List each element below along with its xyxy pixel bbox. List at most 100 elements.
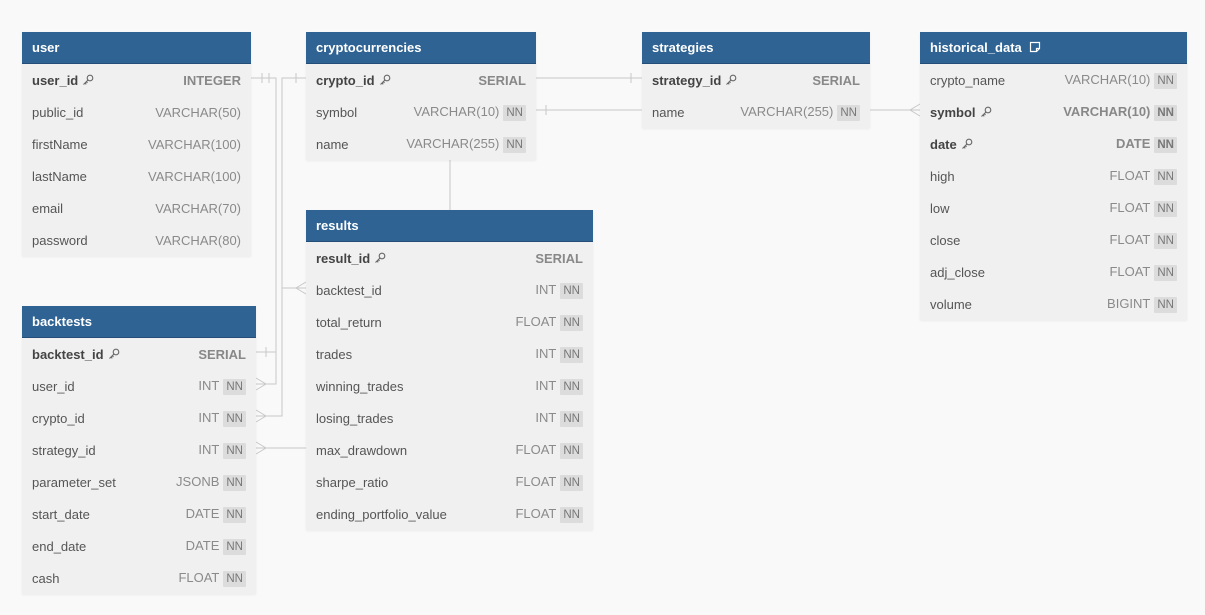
column-type-text: INT xyxy=(535,409,557,425)
table-header-strategies[interactable]: strategies xyxy=(642,32,870,64)
column-type-text: FLOAT xyxy=(1109,263,1151,279)
column-type-text: FLOAT xyxy=(515,473,557,489)
column-type-text: INT xyxy=(535,345,557,361)
column-name-text: end_date xyxy=(32,538,87,554)
column-name-text: close xyxy=(930,232,961,248)
table-title: results xyxy=(316,218,359,233)
table-title: historical_data xyxy=(930,40,1022,55)
column-type-text: VARCHAR(70) xyxy=(155,200,241,216)
column-name-text: total_return xyxy=(316,314,382,330)
column-name-text: email xyxy=(32,200,64,216)
table-title: cryptocurrencies xyxy=(316,40,422,55)
column-name-text: strategy_id xyxy=(32,442,96,458)
column-name: low xyxy=(930,201,1109,216)
column-type-text: JSONB xyxy=(176,473,220,489)
column-type: SERIAL xyxy=(812,73,860,88)
column-type: VARCHAR(255)NN xyxy=(740,104,860,121)
column-type-text: VARCHAR(100) xyxy=(148,136,241,152)
column-name: losing_trades xyxy=(316,411,535,426)
note-icon[interactable] xyxy=(1029,41,1041,53)
not-null-badge: NN xyxy=(503,136,526,153)
column-name: crypto_id xyxy=(32,411,198,426)
not-null-badge: NN xyxy=(560,346,583,363)
column-name-text: name xyxy=(316,136,349,152)
column-type-text: VARCHAR(100) xyxy=(148,168,241,184)
column-type: VARCHAR(255)NN xyxy=(406,136,526,153)
column-type: VARCHAR(100) xyxy=(148,169,241,184)
key-icon xyxy=(108,348,119,359)
table-header-historical-data[interactable]: historical_data xyxy=(920,32,1187,64)
column-name-text: trades xyxy=(316,346,353,362)
not-null-badge: NN xyxy=(1154,168,1177,185)
column-type-text: BIGINT xyxy=(1107,295,1151,311)
table-header-backtests[interactable]: backtests xyxy=(22,306,256,338)
not-null-badge: NN xyxy=(1154,296,1177,313)
table-row[interactable]: name VARCHAR(255)NN xyxy=(306,128,536,160)
column-type-text: FLOAT xyxy=(515,505,557,521)
column-name-text: cash xyxy=(32,570,60,586)
not-null-badge: NN xyxy=(560,442,583,459)
column-name-text: high xyxy=(930,168,955,184)
column-name-text: ending_portfolio_value xyxy=(316,506,447,522)
table-row[interactable]: email VARCHAR(70) xyxy=(22,192,251,224)
column-type: VARCHAR(10)NN xyxy=(1063,104,1177,121)
column-type: VARCHAR(10)NN xyxy=(414,104,526,121)
not-null-badge: NN xyxy=(1154,104,1177,121)
column-type-text: SERIAL xyxy=(535,250,583,266)
not-null-badge: NN xyxy=(560,314,583,331)
not-null-badge: NN xyxy=(1154,232,1177,249)
not-null-badge: NN xyxy=(560,410,583,427)
table-title: user xyxy=(32,40,60,55)
table-header-results[interactable]: results xyxy=(306,210,593,242)
table-header-user[interactable]: user xyxy=(22,32,251,64)
table-header-cryptocurrencies[interactable]: cryptocurrencies xyxy=(306,32,536,64)
